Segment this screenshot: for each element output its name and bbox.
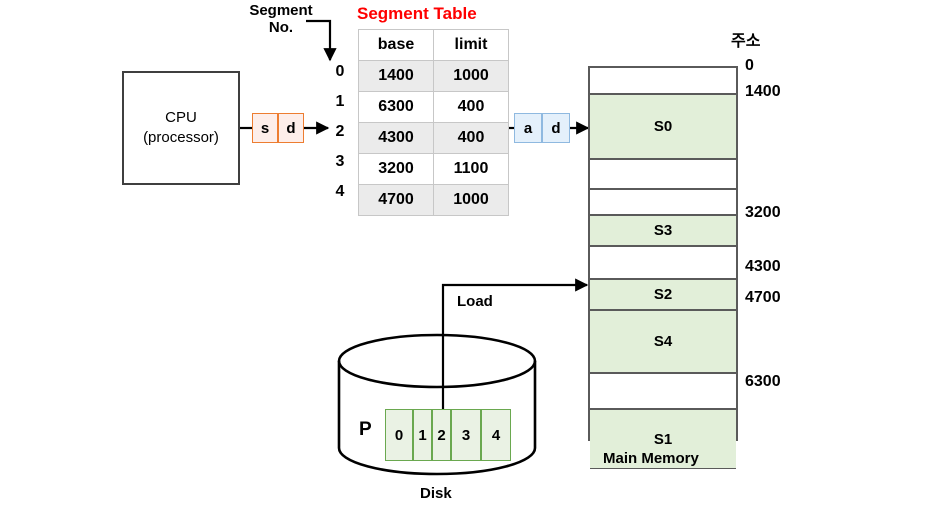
segment-table-title: Segment Table	[357, 4, 477, 23]
table-row: 1400 1000	[358, 60, 509, 92]
address-tick-0: 0	[745, 57, 754, 74]
segment-table-header-row: base limit	[358, 29, 509, 61]
address-tick-4300: 4300	[745, 258, 781, 275]
disk-block-0: 0	[385, 409, 413, 461]
segment-2-base: 4300	[358, 122, 434, 154]
memory-block-s0: S0	[590, 94, 736, 159]
table-row: 6300 400	[358, 91, 509, 123]
segment-3-base: 3200	[358, 153, 434, 185]
memory-block-free-4	[590, 373, 736, 409]
main-memory-column: S0 S3 S2 S4 S1	[588, 66, 738, 469]
segment-0-limit: 1000	[433, 60, 509, 92]
address-tick-6300: 6300	[745, 373, 781, 390]
cpu-label-line2: (processor)	[143, 129, 219, 146]
segment-table-header-base: base	[358, 29, 434, 61]
memory-block-free-2	[590, 189, 736, 215]
segment-4-base: 4700	[358, 184, 434, 216]
memory-block-free-0	[590, 67, 736, 94]
table-row: 4300 400	[358, 122, 509, 154]
segment-4-limit: 1000	[433, 184, 509, 216]
memory-block-free-3	[590, 246, 736, 279]
disk-caption: Disk	[420, 485, 452, 502]
disk-block-4: 4	[481, 409, 511, 461]
memory-block-free-1	[590, 159, 736, 189]
segment-row-index-0: 0	[335, 63, 345, 80]
segment-row-index-2: 2	[335, 123, 345, 140]
segment-row-index-1: 1	[335, 93, 345, 110]
segment-0-base: 1400	[358, 60, 434, 92]
memory-block-s4: S4	[590, 310, 736, 373]
main-memory-caption: Main Memory	[603, 450, 699, 467]
cpu-label-line1: CPU	[165, 108, 197, 126]
logical-address-segment-cell: s	[252, 113, 278, 143]
segment-no-line1: Segment	[249, 2, 313, 19]
segment-no-line2: No.	[268, 19, 294, 37]
address-tick-4700: 4700	[745, 289, 781, 306]
table-row: 3200 1100	[358, 153, 509, 185]
physical-address-offset-cell: d	[542, 113, 570, 143]
segment-1-base: 6300	[358, 91, 434, 123]
disk-segment-blocks: 0 1 2 3 4	[385, 409, 511, 461]
disk-process-label: P	[359, 419, 372, 440]
address-tick-1400: 1400	[745, 83, 781, 100]
segment-row-index-4: 4	[335, 183, 345, 200]
segment-table: base limit 1400 1000 6300 400 4300 400 3…	[358, 29, 509, 216]
logical-address-offset-cell: d	[278, 113, 304, 143]
table-row: 4700 1000	[358, 184, 509, 216]
segment-table-header-limit: limit	[433, 29, 509, 61]
segment-row-index-3: 3	[335, 153, 345, 170]
segment-2-limit: 400	[433, 122, 509, 154]
logical-address-register: s d	[252, 113, 304, 143]
memory-block-s2: S2	[590, 279, 736, 310]
address-tick-3200: 3200	[745, 204, 781, 221]
physical-address-base-cell: a	[514, 113, 542, 143]
segment-3-limit: 1100	[433, 153, 509, 185]
memory-block-s3: S3	[590, 215, 736, 246]
disk-block-2: 2	[432, 409, 451, 461]
disk-block-3: 3	[451, 409, 481, 461]
address-column-header: 주소	[731, 33, 761, 50]
cpu-box: CPU (processor)	[122, 71, 240, 185]
physical-address-register: a d	[514, 113, 570, 143]
disk-block-1: 1	[413, 409, 432, 461]
segment-1-limit: 400	[433, 91, 509, 123]
load-label: Load	[457, 293, 493, 310]
memory-block-s1: S1	[590, 409, 736, 469]
segment-no-label: Segment No.	[238, 2, 324, 37]
